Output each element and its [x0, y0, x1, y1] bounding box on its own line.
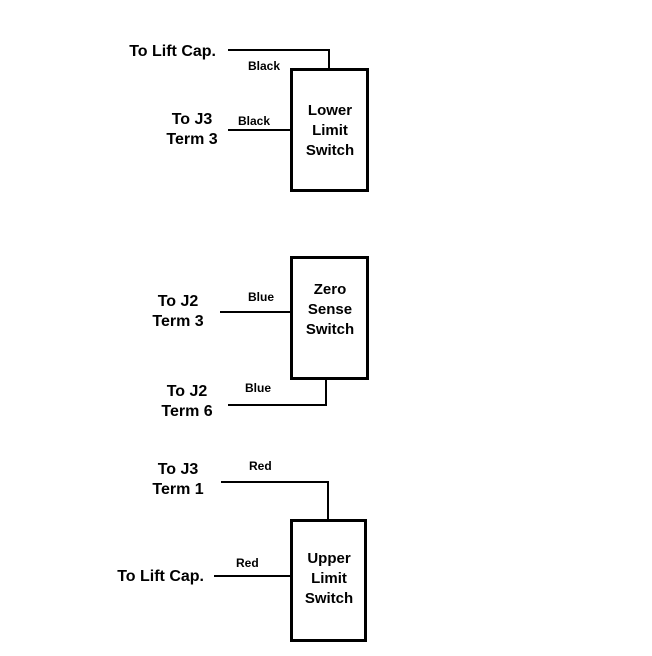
wire-color-label: Blue	[245, 381, 272, 395]
switch-name-line: Zero	[313, 281, 347, 298]
lower-limit-switch-label: Lower Limit Switch	[291, 101, 369, 161]
upper-limit-switch-box	[290, 519, 367, 642]
wire-color-label: Red	[249, 459, 272, 473]
switch-name-line: Lower	[307, 102, 353, 119]
switch-name-line: Upper	[307, 550, 351, 567]
switch-name-line: Sense	[307, 301, 353, 318]
switch-name-line: Switch	[305, 142, 355, 159]
wire-color-label: Black	[238, 114, 271, 128]
upper-limit-switch-label: Upper Limit Switch	[291, 549, 367, 609]
destination-label: To Lift Cap.	[117, 568, 204, 585]
destination-label: To J2 Term 3	[152, 293, 204, 330]
switch-name-line: Limit	[312, 122, 348, 139]
destination-label: To Lift Cap.	[129, 43, 216, 60]
destination-label: To J3 Term 1	[152, 461, 204, 498]
wire-upper-j3-term1	[221, 481, 329, 520]
switch-name-line: Switch	[305, 321, 355, 338]
switch-name-line: Limit	[311, 570, 347, 587]
wire-zero-j2-term6	[228, 379, 327, 406]
wire-color-label: Red	[236, 556, 259, 570]
wire-color-label: Blue	[248, 290, 275, 304]
destination-label: To J2 Term 6	[161, 383, 213, 420]
switch-name-line: Switch	[304, 590, 354, 607]
wire-color-label: Black	[248, 59, 281, 73]
wire-lower-lift-cap	[228, 49, 330, 69]
lower-limit-switch-box	[290, 68, 369, 192]
zero-sense-switch-box	[290, 256, 369, 380]
destination-label: To J3 Term 3	[166, 111, 218, 148]
zero-sense-switch-label: Zero Sense Switch	[291, 280, 369, 340]
